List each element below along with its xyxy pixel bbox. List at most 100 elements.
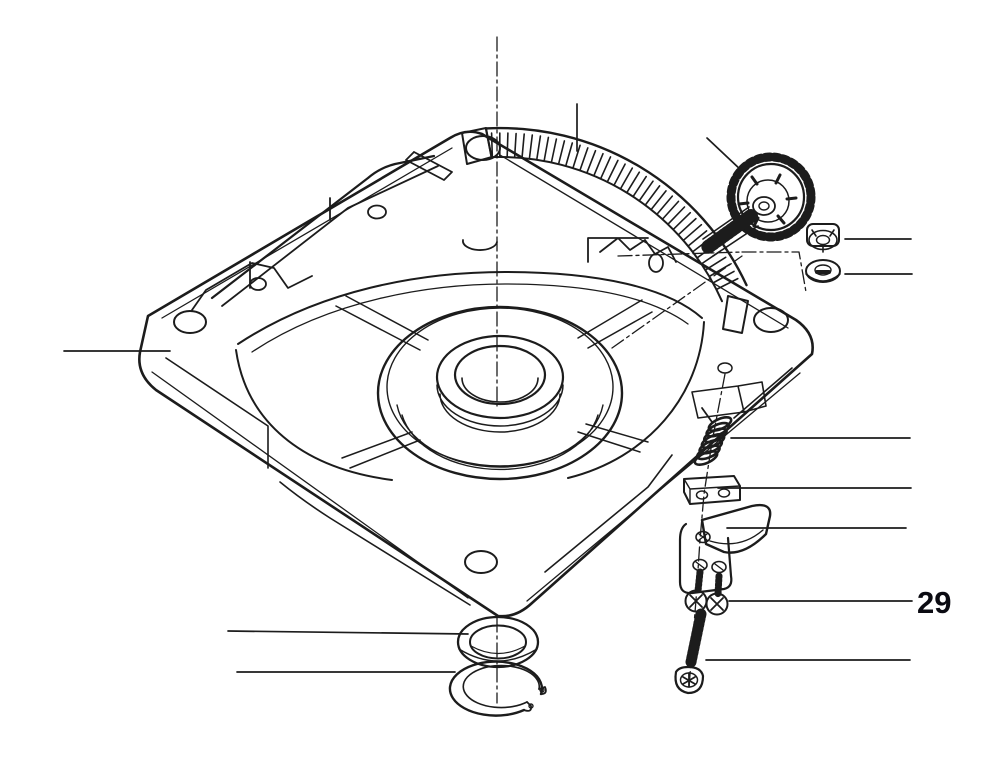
worm-thread xyxy=(701,209,758,254)
center-lines xyxy=(496,36,807,704)
socket-screw-head xyxy=(674,665,705,695)
socket-head-screw xyxy=(674,608,707,695)
rib-top-right xyxy=(577,299,653,349)
scale-tick xyxy=(521,133,526,158)
base-wall-left-top2 xyxy=(279,481,471,606)
scale-tick xyxy=(513,132,517,158)
leader-lines xyxy=(63,103,913,673)
screw1-shank xyxy=(694,568,704,595)
bevel-scale xyxy=(461,126,749,334)
flange-step-hole xyxy=(249,277,267,291)
scale-end-tab xyxy=(722,295,749,334)
knob-spokes xyxy=(737,173,798,228)
scale-start-tab xyxy=(461,127,493,165)
worm-shaft xyxy=(701,206,759,257)
flat-washer-outer xyxy=(456,615,540,669)
scale-tick xyxy=(579,147,589,171)
hex-nut xyxy=(806,223,840,253)
retaining-ring xyxy=(448,660,547,717)
pointer-tab xyxy=(587,237,677,273)
spacer-block-hole-1 xyxy=(695,490,709,500)
latch-hole-crosses xyxy=(695,533,724,571)
base-casting xyxy=(138,130,814,618)
knob-inner-ring xyxy=(746,179,790,223)
base-wall-right-top xyxy=(544,454,673,573)
hardware-axis-line xyxy=(688,373,726,688)
base-wall-left-top xyxy=(165,357,269,469)
scale-tick xyxy=(683,223,703,241)
pocket-right-edge xyxy=(567,321,705,479)
pocket-top-edge-inner xyxy=(251,283,689,353)
scale-tick xyxy=(550,138,558,163)
pan-head-screws xyxy=(684,568,729,616)
flange-hole xyxy=(367,204,387,220)
screw2-head xyxy=(705,592,729,616)
lock-washer xyxy=(805,259,841,283)
scale-tick xyxy=(709,263,731,277)
scale-tick xyxy=(620,167,634,189)
retaining-ring-lug-hole-1 xyxy=(528,703,534,709)
worm-axis-line xyxy=(611,251,807,349)
scale-inner-arc xyxy=(490,155,723,303)
adjustment-knob xyxy=(701,152,816,257)
retaining-ring-lugs xyxy=(523,686,547,712)
mounting-flange xyxy=(191,151,498,311)
scale-tick xyxy=(650,190,667,210)
scale-tick xyxy=(716,277,739,290)
knob-face xyxy=(736,162,806,232)
socket-screw-thread xyxy=(685,608,707,668)
pocket-left-edge xyxy=(235,349,393,481)
hub-outer-rim xyxy=(376,305,624,481)
scale-tick xyxy=(600,156,612,179)
scale-tick xyxy=(536,135,542,160)
rib-bottom-left xyxy=(341,431,421,469)
scale-tick xyxy=(656,195,674,215)
center-hub xyxy=(376,305,624,481)
latch-plate xyxy=(678,522,733,595)
scale-tick xyxy=(662,200,680,220)
spacer-block xyxy=(683,475,741,505)
base-wall-right-inner xyxy=(526,372,801,602)
scale-tick xyxy=(632,175,648,197)
scale-tick xyxy=(586,149,597,173)
lock-washer-hole xyxy=(814,264,832,276)
scale-tick xyxy=(565,142,574,166)
scale-tick xyxy=(673,211,692,230)
scale-tick xyxy=(490,132,494,157)
flange-bump xyxy=(462,239,498,251)
flat-washer-inner-edge xyxy=(470,645,526,655)
spacer-block-body xyxy=(683,475,741,505)
scale-tick xyxy=(506,132,509,157)
base-top-left-chamfer xyxy=(161,147,453,319)
base-wall-left-inner xyxy=(151,371,469,599)
pointer-tab-hole xyxy=(648,253,664,273)
flange-step-tab xyxy=(191,262,313,311)
scale-tick xyxy=(557,140,566,164)
boss-top xyxy=(435,334,565,420)
scale-tick xyxy=(687,230,708,247)
scale-tick xyxy=(705,256,727,271)
screw2-recess xyxy=(710,597,724,611)
pocket-edges xyxy=(235,271,705,481)
lock-washer-thickness xyxy=(805,273,841,282)
scale-tick xyxy=(638,180,654,201)
retaining-ring-outer xyxy=(448,660,544,717)
latch-hole-1 xyxy=(695,530,711,544)
scale-tick xyxy=(528,134,534,159)
spacer-block-hole-2 xyxy=(717,488,731,498)
latch-bracket xyxy=(678,503,772,595)
pocket-top-edge xyxy=(237,271,703,345)
scale-outer-arc xyxy=(484,126,748,287)
lock-washer-outer xyxy=(805,259,841,283)
scale-tick xyxy=(678,217,697,235)
scale-tick xyxy=(593,152,604,176)
spacer-block-edges xyxy=(683,478,741,505)
latch-wedge-inner xyxy=(709,529,764,545)
mounting-hole-right xyxy=(753,307,789,333)
pan-head-screw-2 xyxy=(705,572,729,616)
retaining-ring-lug-hole-2 xyxy=(539,687,545,693)
scale-tick xyxy=(606,159,619,182)
hub-rim-inner xyxy=(386,307,614,467)
